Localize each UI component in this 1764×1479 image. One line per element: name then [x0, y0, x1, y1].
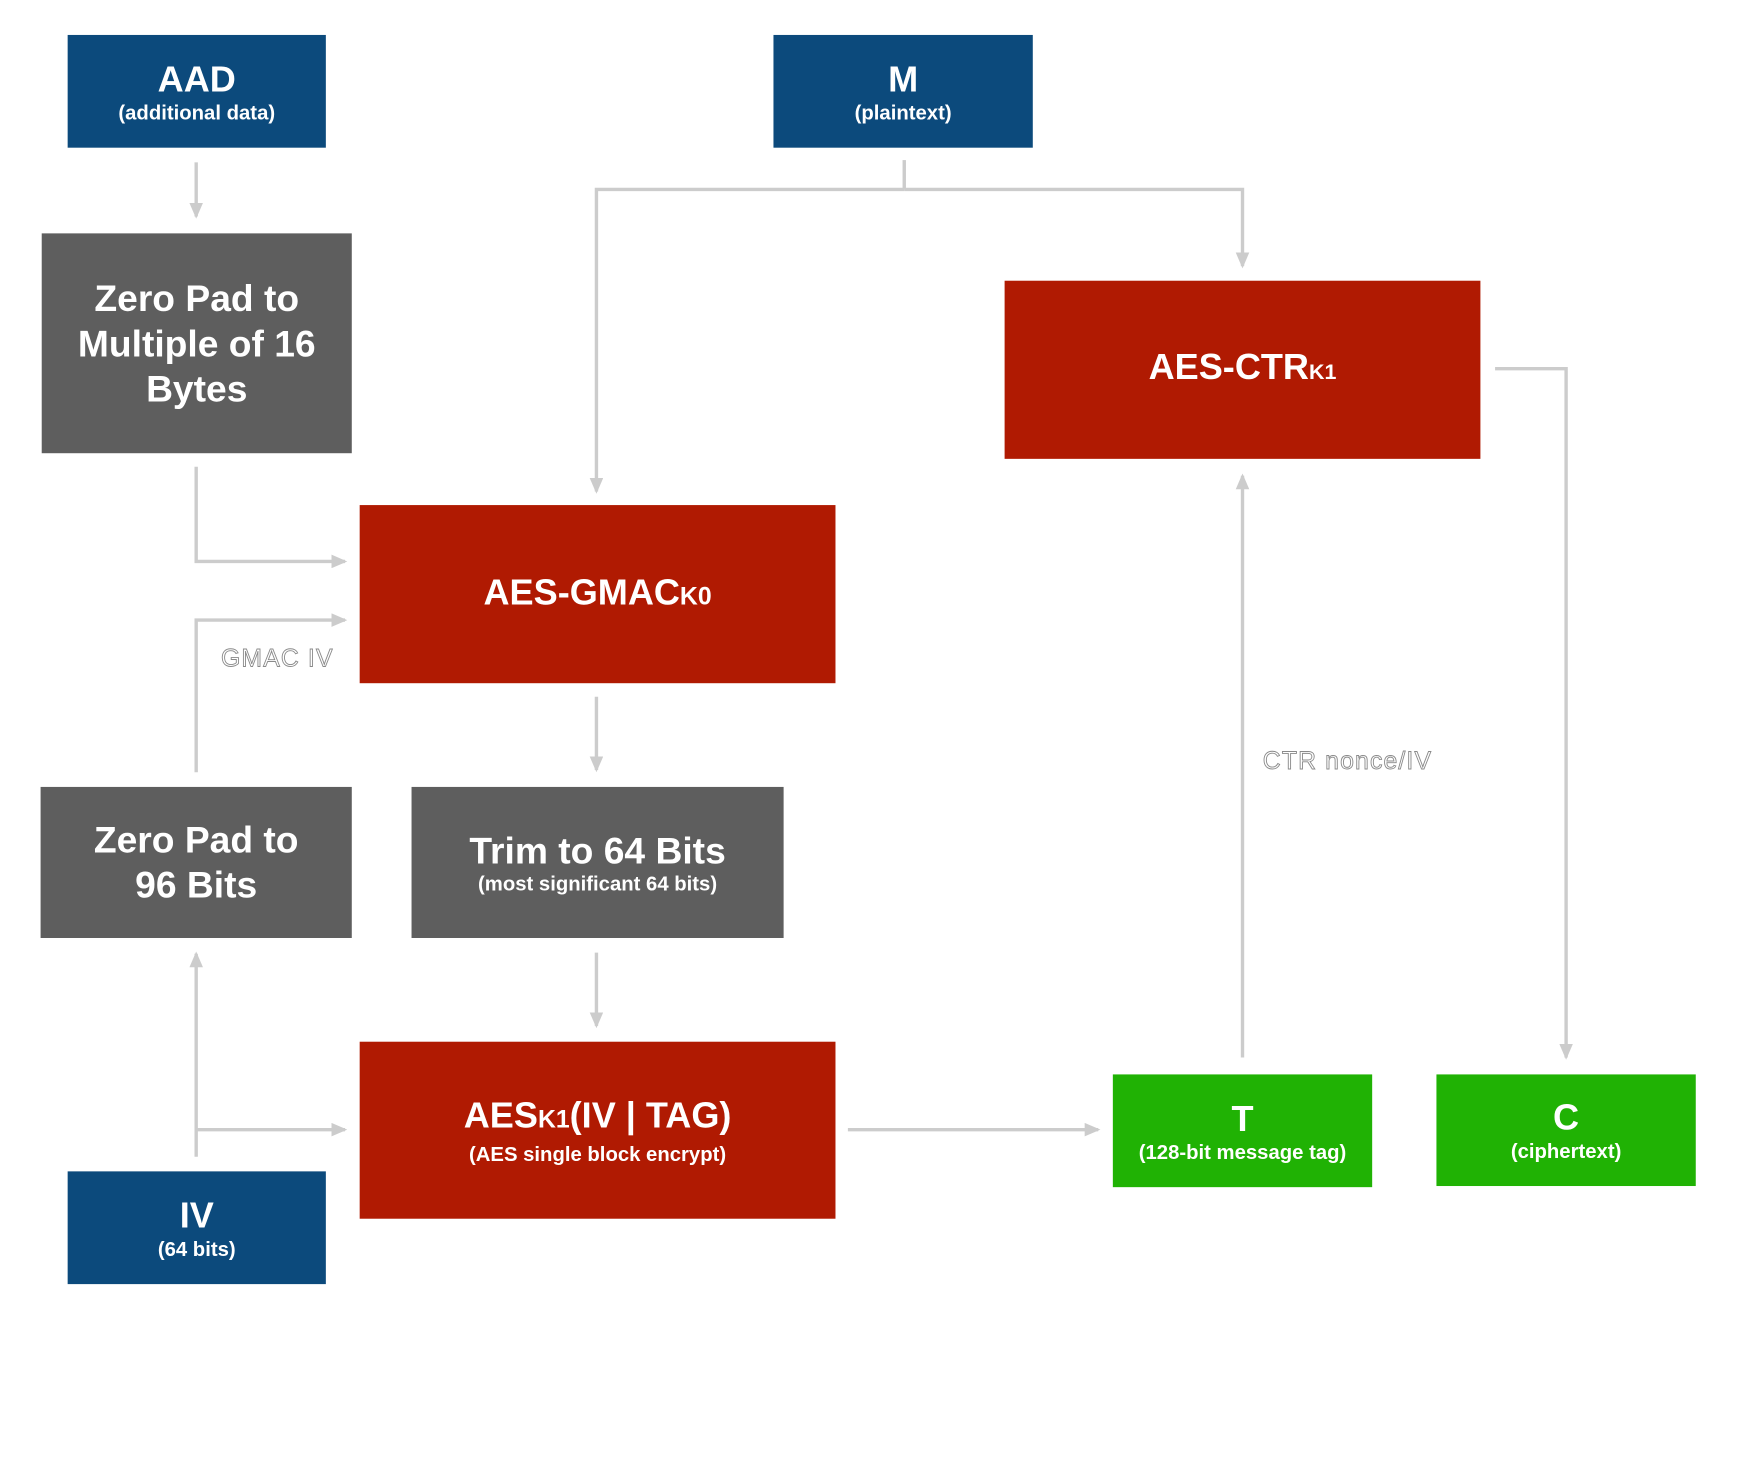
ciphertext-node: C (ciphertext) — [1436, 1074, 1696, 1187]
trim-node: Trim to 64 Bits (most significant 64 bit… — [411, 786, 784, 938]
pad16-line2: Multiple of 16 — [77, 321, 316, 364]
aes-gmac-key: K0 — [679, 581, 712, 610]
tag-node: T (128-bit message tag) — [1112, 1074, 1373, 1188]
aes-gmac-title: AES-GMACK0 — [484, 572, 712, 617]
aes-ctr-title: AES-CTRK1 — [1149, 346, 1337, 393]
edge-pad16-to-gmac — [194, 466, 348, 569]
aes-gmac-node: AES-GMACK0 — [359, 505, 836, 684]
aes-gmac-label: AES-GMAC — [483, 571, 680, 613]
trim-subtitle: (most significant 64 bits) — [478, 872, 718, 895]
plaintext-subtitle: (plaintext) — [854, 100, 952, 124]
plaintext-title: M — [888, 58, 919, 99]
connector-lines — [189, 160, 1573, 1157]
edge-ctr-to-c — [1495, 366, 1573, 1060]
aes-k1-subtitle: (AES single block encrypt) — [469, 1142, 727, 1166]
aes-ctr-label: AES-CTR — [1148, 346, 1309, 387]
gmac-iv-label: GMAC IV — [220, 643, 334, 672]
trim-title: Trim to 64 Bits — [469, 829, 726, 871]
ciphertext-subtitle: (ciphertext) — [1510, 1139, 1622, 1163]
aad-subtitle: (additional data) — [118, 100, 276, 124]
aes-k1-prefix: AES — [463, 1094, 538, 1135]
pad96-line2: 96 Bits — [135, 863, 258, 906]
aes-k1-title: AESK1(IV | TAG) — [464, 1094, 732, 1139]
iv-subtitle: (64 bits) — [157, 1237, 236, 1260]
pad96-line1: Zero Pad to — [93, 818, 299, 861]
aes-ctr-key: K1 — [1308, 360, 1337, 385]
pad16-line1: Zero Pad to — [94, 276, 300, 319]
pad16-line3: Bytes — [146, 366, 248, 409]
iv-title: IV — [179, 1194, 214, 1236]
pad16-node: Zero Pad to Multiple of 16 Bytes — [41, 233, 352, 454]
ctr-nonce-label: CTR nonce/IV — [1262, 746, 1433, 775]
aad-node: AAD (additional data) — [67, 34, 326, 148]
aes-k1-suffix: (IV | TAG) — [569, 1094, 732, 1135]
edge-pad96-to-gmac — [194, 613, 348, 773]
aes-k1-key: K1 — [537, 1104, 570, 1133]
ciphertext-title: C — [1553, 1096, 1580, 1138]
iv-node: IV (64 bits) — [67, 1171, 326, 1285]
pad96-node: Zero Pad to 96 Bits — [40, 786, 352, 938]
tag-subtitle: (128-bit message tag) — [1138, 1140, 1347, 1163]
aes-k1-node: AESK1(IV | TAG) (AES single block encryp… — [359, 1041, 836, 1219]
tag-title: T — [1231, 1097, 1254, 1139]
edge-m-to-ctr — [904, 187, 1250, 269]
plaintext-node: M (plaintext) — [773, 34, 1033, 148]
edge-m-to-gmac — [589, 187, 905, 494]
aes-ctr-node: AES-CTRK1 — [1004, 280, 1481, 459]
aad-title: AAD — [157, 58, 236, 99]
